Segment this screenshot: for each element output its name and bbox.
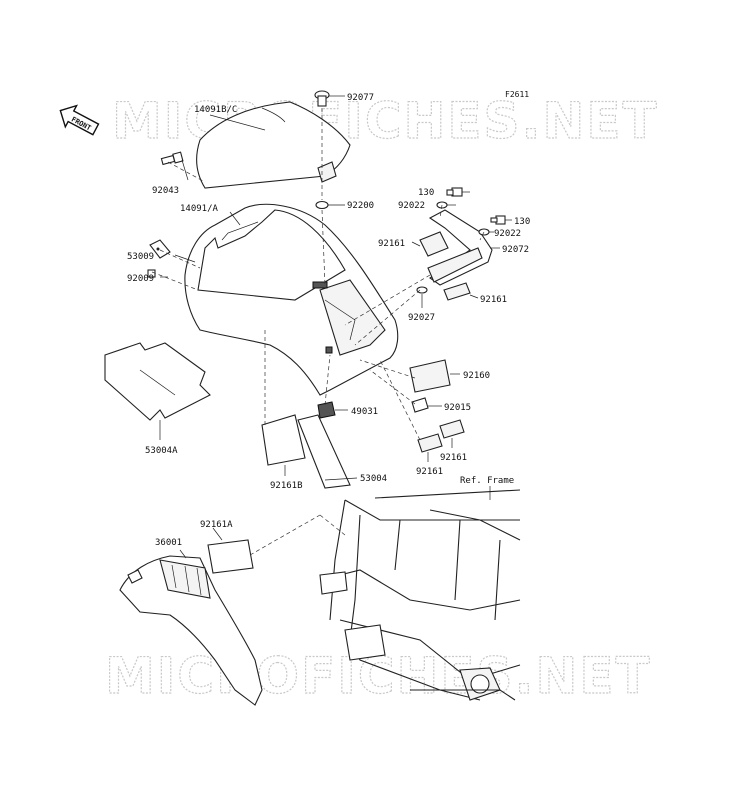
mat-53004a [104, 342, 211, 421]
label-36001: 36001 [155, 538, 182, 548]
label-92161b2: 92161B [270, 481, 303, 491]
nut-92015-icon [411, 397, 429, 413]
label-130b: 130 [514, 217, 530, 227]
main-cowl-14091a [184, 203, 399, 396]
label-53004: 53004 [360, 474, 387, 484]
label-92160: 92160 [463, 371, 490, 381]
bolt-130a-icon [446, 187, 463, 197]
bracket-92072 [427, 209, 493, 286]
label-92072: 92072 [502, 245, 529, 255]
label-53004a: 53004A [145, 446, 178, 456]
sheet-92161b [261, 414, 306, 466]
pad-92161c-icon [417, 433, 443, 453]
label-92027: 92027 [408, 313, 435, 323]
label-92022b: 92022 [494, 229, 521, 239]
bolt-92043-icon [160, 151, 184, 166]
lower-cover-36001 [119, 555, 263, 706]
pad-92161b-icon [443, 282, 471, 301]
diagram-code: F2611 [505, 90, 529, 99]
bolt-92077-icon [314, 90, 330, 107]
washer-92200-icon [315, 200, 329, 210]
washer-92027-icon [416, 286, 428, 294]
front-arrow-icon: FRONT [59, 104, 100, 136]
pad-92161d-icon [439, 419, 465, 439]
label-ref-frame: Ref. Frame [460, 476, 514, 486]
part-labels: 14091B/C 92077 92043 14091/A 92200 130 9… [127, 93, 530, 548]
label-92022a: 92022 [398, 201, 425, 211]
label-92161b: 92161 [480, 295, 507, 305]
label-130a: 130 [418, 188, 434, 198]
label-92009: 92009 [127, 274, 154, 284]
watermark-top: MICROFICHES.NET [112, 92, 659, 150]
label-92077: 92077 [347, 93, 374, 103]
pad-92160-icon [409, 359, 451, 393]
label-92161a: 92161 [378, 239, 405, 249]
label-92043: 92043 [152, 186, 179, 196]
label-92161d: 92161 [416, 467, 443, 477]
pad-92161a-icon [419, 231, 449, 257]
clip-53009-icon [149, 239, 171, 259]
part-49031-icon [317, 401, 336, 419]
leader-lines [159, 95, 512, 559]
label-92161c: 92161 [440, 453, 467, 463]
upper-cover-14091bc [196, 101, 351, 189]
assembly-dashed-lines [151, 108, 485, 556]
bolt-130b-icon [490, 215, 506, 225]
label-53009: 53009 [127, 252, 154, 262]
sheet-92161a [207, 539, 254, 574]
label-14091a: 14091/A [180, 204, 219, 214]
reference-frame [319, 489, 521, 701]
label-92200: 92200 [347, 201, 374, 211]
label-92015: 92015 [444, 403, 471, 413]
label-14091bc: 14091B/C [194, 105, 237, 115]
label-49031: 49031 [351, 407, 378, 417]
label-92161a2: 92161A [200, 520, 233, 530]
sheet-53004 [297, 414, 351, 489]
